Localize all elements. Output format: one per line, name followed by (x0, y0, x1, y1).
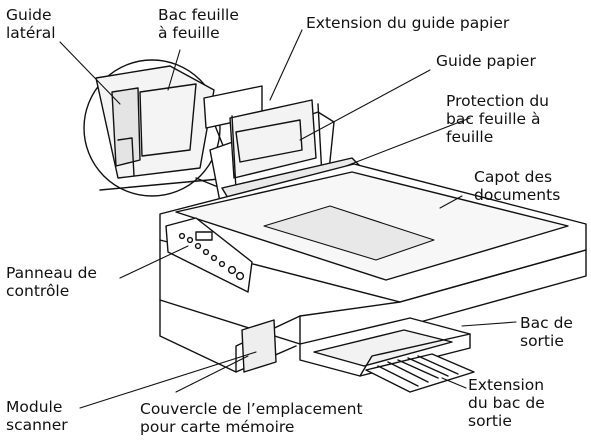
label-protection-bac: Protection du bac feuille à feuille (446, 92, 550, 146)
label-guide-lateral: Guide latéral (6, 6, 56, 42)
control-panel (165, 217, 253, 293)
label-capot: Capot des documents (474, 168, 561, 204)
label-bac-sortie: Bac de sortie (520, 314, 573, 350)
label-bac-feuille: Bac feuille à feuille (158, 6, 239, 42)
label-couvercle: Couvercle de l’emplacement pour carte mé… (140, 400, 363, 436)
inset-paper-guide (95, 65, 231, 191)
printer-body (159, 163, 587, 373)
sheet-feeder (203, 85, 361, 203)
label-panneau: Panneau de contrôle (6, 264, 97, 300)
label-module-scanner: Module scanner (6, 398, 68, 434)
label-extension-guide: Extension du guide papier (306, 14, 510, 32)
leader-lines (59, 29, 517, 409)
output-tray (299, 317, 475, 393)
label-extension-bac: Extension du bac de sortie (468, 376, 545, 430)
label-guide-papier: Guide papier (436, 52, 536, 70)
